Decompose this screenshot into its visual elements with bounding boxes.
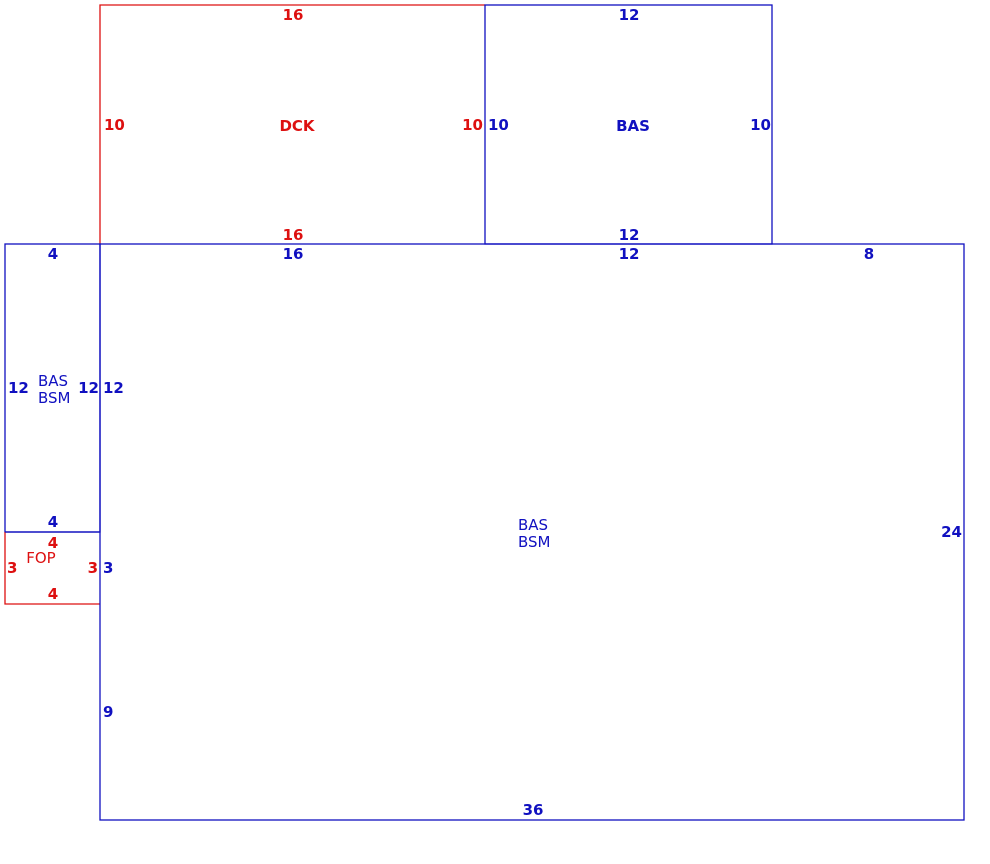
deck-top-dimension: 16: [283, 6, 304, 24]
left-wing-top-dimension: 4: [48, 245, 58, 263]
upper-living-left-dimension: 10: [488, 116, 509, 134]
main-right-dimension: 24: [941, 523, 962, 541]
main-bottom-dimension: 36: [523, 801, 544, 819]
left-wing-area-code-2: BSM: [38, 389, 71, 407]
deck-area-code: DCK: [279, 117, 315, 135]
porch-area: 4 4 3 3 FOP: [4, 532, 100, 605]
main-left-dimension-2: 3: [103, 559, 113, 577]
main-top-dimension-1: 16: [283, 245, 304, 263]
porch-top-dimension: 4: [48, 534, 58, 552]
deck-area: 16 16 10 10 DCK: [99, 4, 485, 244]
main-area-code-2: BSM: [518, 533, 551, 551]
main-living-area: 16 12 8 12 3 9 24 36 BAS BSM: [5, 243, 965, 821]
left-wing-left-dimension: 12: [8, 379, 29, 397]
main-area-code-1: BAS: [518, 516, 548, 534]
porch-right-dimension: 3: [88, 559, 98, 577]
left-wing-area-code-1: BAS: [38, 372, 68, 390]
left-wing-area: 4 4 12 12 BAS BSM: [4, 243, 101, 533]
main-top-dimension-3: 8: [864, 245, 874, 263]
left-wing-right-dimension: 12: [78, 379, 99, 397]
main-left-dimension-1: 12: [103, 379, 124, 397]
porch-area-code: FOP: [26, 549, 55, 567]
porch-outline: [4, 532, 100, 605]
upper-living-area: 12 12 10 10 BAS: [484, 4, 773, 245]
left-wing-bottom-dimension: 4: [48, 513, 58, 531]
main-top-dimension-2: 12: [619, 245, 640, 263]
deck-bottom-dimension: 16: [283, 226, 304, 244]
deck-left-dimension: 10: [104, 116, 125, 134]
upper-living-bottom-dimension: 12: [619, 226, 640, 244]
deck-outline: [99, 4, 485, 244]
upper-living-right-dimension: 10: [750, 116, 771, 134]
main-left-dimension-3: 9: [103, 703, 113, 721]
porch-bottom-dimension: 4: [48, 585, 58, 603]
upper-living-area-code: BAS: [616, 117, 650, 135]
deck-right-dimension: 10: [462, 116, 483, 134]
porch-left-dimension: 3: [7, 559, 17, 577]
upper-living-top-dimension: 12: [619, 6, 640, 24]
